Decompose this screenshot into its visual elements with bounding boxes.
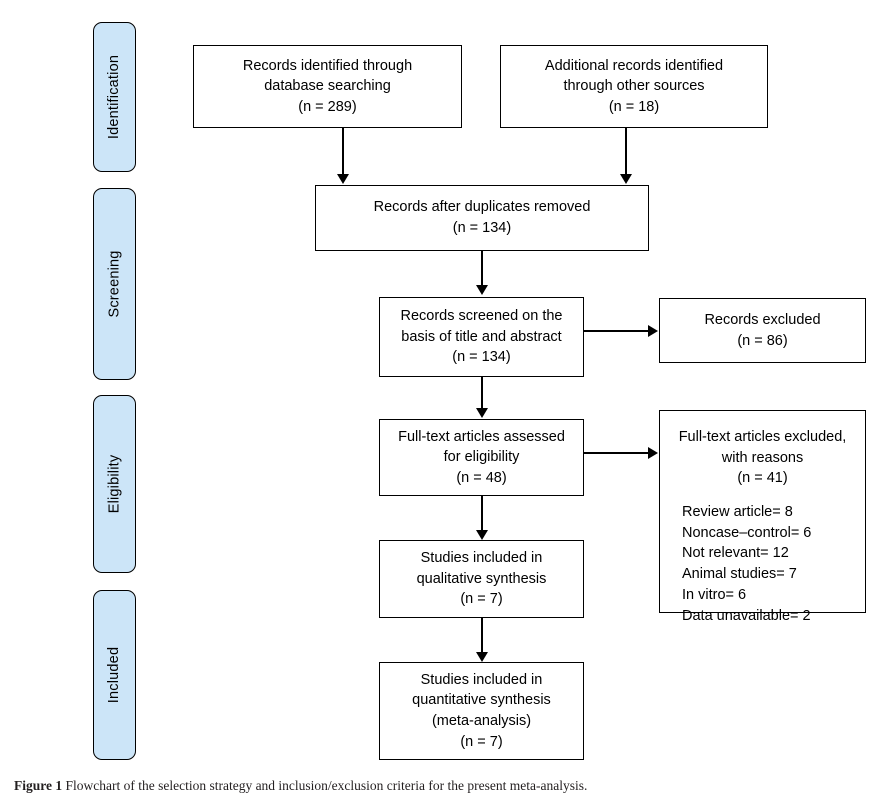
node-fulltext-assessed: Full-text articles assessed for eligibil… [379,419,584,496]
fulltext-excluded-line1: Full-text articles excluded, [678,429,847,445]
node-records-identified-database: Records identified through database sear… [193,45,462,128]
stage-eligibility-label: Eligibility [106,454,123,514]
qualitative-line1: Studies included in [420,550,543,567]
node-records-after-duplicates: Records after duplicates removed (n = 13… [315,185,649,251]
stage-identification: Identification [93,22,136,172]
fulltext-excluded-count: (n = 41) [737,470,788,487]
after-duplicates-line1: Records after duplicates removed [373,199,591,216]
stage-screening: Screening [93,188,136,380]
figure-caption-text: Flowchart of the selection strategy and … [65,778,588,793]
records-database-line1: Records identified through [242,57,413,74]
node-additional-records-other-sources: Additional records identified through ot… [500,45,768,128]
figure-caption: Figure 1 Flowchart of the selection stra… [14,778,874,794]
qualitative-count: (n = 7) [460,591,503,608]
after-duplicates-count: (n = 134) [452,220,512,236]
exclusion-reason-list: Review article= 8 Noncase–control= 6 Not… [668,502,857,627]
stage-screening-label: Screening [106,250,123,318]
stage-identification-label: Identification [106,54,123,140]
records-database-line2: database searching [264,78,391,95]
exclusion-reason-item: Review article= 8 [682,503,793,520]
stage-included: Included [93,590,136,760]
exclusion-reason-item: In vitro= 6 [682,587,747,604]
quantitative-line1: Studies included in [420,671,543,688]
fulltext-assessed-line2: for eligibility [443,449,520,466]
records-other-line2: through other sources [563,78,705,95]
screened-line2: basis of title and abstract [401,328,562,345]
screened-line1: Records screened on the [400,308,563,325]
records-excluded-line1: Records excluded [704,311,821,328]
fulltext-assessed-line1: Full-text articles assessed [398,428,565,445]
fulltext-excluded-head: Full-text articles excluded, with reason… [668,427,857,489]
records-excluded-count: (n = 86) [737,332,788,349]
records-database-count: (n = 289) [298,98,357,115]
fulltext-assessed-count: (n = 48) [456,469,507,486]
figure-caption-label: Figure 1 [14,778,63,793]
node-records-screened: Records screened on the basis of title a… [379,297,584,377]
node-studies-qualitative: Studies included in qualitative synthesi… [379,540,584,618]
quantitative-count: (n = 7) [460,733,503,750]
exclusion-reason-item: Noncase–control= 6 [682,524,812,541]
records-other-line1: Additional records identified [544,57,724,74]
node-fulltext-excluded-with-reasons: Full-text articles excluded, with reason… [659,410,866,624]
qualitative-line2: qualitative synthesis [416,570,547,587]
stage-included-label: Included [106,646,123,704]
exclusion-reason-item: Animal studies= 7 [682,566,797,583]
exclusion-reason-item: Data unavailable= 2 [682,608,811,625]
node-studies-quantitative: Studies included in quantitative synthes… [379,662,584,760]
quantitative-line2: quantitative synthesis [412,692,551,709]
exclusion-reason-item: Not relevant= 12 [682,545,789,562]
screened-count: (n = 134) [452,349,511,366]
fulltext-excluded-line2: with reasons [721,449,804,466]
stage-eligibility: Eligibility [93,395,136,573]
quantitative-line3: (meta-analysis) [431,713,532,729]
records-other-count: (n = 18) [608,98,660,115]
node-records-excluded: Records excluded (n = 86) [659,298,866,363]
